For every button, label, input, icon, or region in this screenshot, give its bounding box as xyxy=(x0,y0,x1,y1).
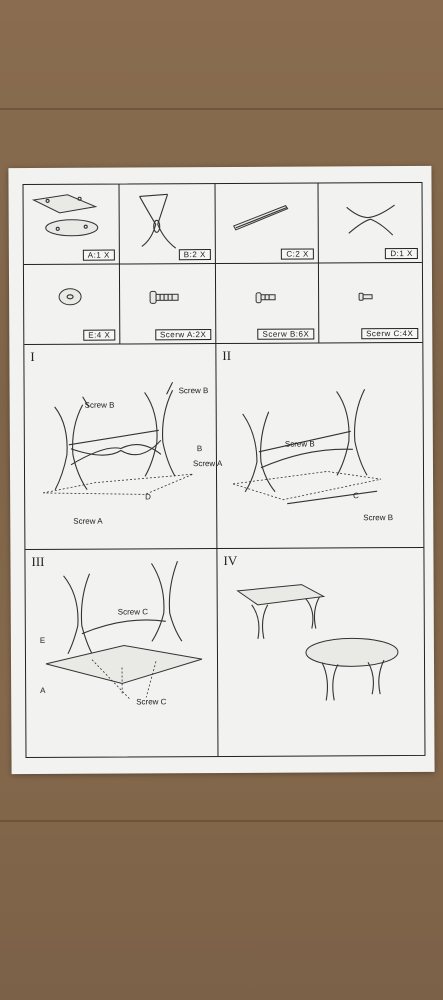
screw-b-label: Scerw B:6X xyxy=(257,328,315,340)
screw-c-label: Scerw C:4X xyxy=(361,327,419,340)
screw-b-cell: Scerw B:6X xyxy=(215,263,320,345)
step-3-callout-screw-c-bottom: Screw C xyxy=(136,697,167,707)
step-1-callout-screw-a-bottom: Screw A xyxy=(73,516,103,526)
part-a-label: A:1 X xyxy=(82,249,115,261)
part-e-cell: E:4 X xyxy=(23,264,121,346)
step-1-frame-assembly-illustration xyxy=(43,382,194,495)
part-a-tabletops-illustration xyxy=(31,194,99,237)
step-2-callout-c: C xyxy=(353,491,359,501)
part-b-cell: B:2 X xyxy=(119,184,216,265)
step-1-callout-d: D xyxy=(145,492,151,502)
part-e-washer-illustration xyxy=(58,288,82,306)
screw-a-illustration xyxy=(149,290,179,304)
part-c-rails-illustration xyxy=(233,205,289,231)
part-c-label: C:2 X xyxy=(281,248,314,260)
step-2-panel: II Screw B C Screw B xyxy=(216,342,424,550)
part-d-cell: D:1 X xyxy=(318,182,422,264)
step-3-callout-a: A xyxy=(40,685,46,695)
step-3-panel: III Screw C E A Screw C xyxy=(25,549,219,758)
instruction-sheet: A:1 X B:2 X C:2 X D:1 X xyxy=(8,165,435,775)
step-1-callout-screw-b-left: Screw B xyxy=(84,400,115,410)
part-b-legs-illustration xyxy=(139,193,177,249)
step-3-tabletop-mounting-illustration xyxy=(45,561,203,700)
step-2-callout-screw-b: Screw B xyxy=(284,439,315,449)
part-d-label: D:1 X xyxy=(385,247,418,260)
step-4-panel: IV xyxy=(217,548,424,756)
part-d-cross-brace-illustration xyxy=(346,204,395,236)
step-3-callout-e: E xyxy=(39,635,46,645)
step-2-callout-screw-b-bottom: Screw B xyxy=(363,513,394,523)
step-1-callout-screw-b-right: Screw B xyxy=(178,386,209,396)
part-b-label: B:2 X xyxy=(178,249,211,261)
part-e-label: E:4 X xyxy=(83,329,116,341)
step-3-callout-screw-c-top: Screw C xyxy=(117,607,148,617)
step-2-rails-illustration xyxy=(232,389,382,505)
screw-c-cell: Scerw C:4X xyxy=(318,262,423,344)
step-1-callout-b: B xyxy=(196,444,203,454)
step-1-panel: I Screw B Screw B B Screw A D Screw A xyxy=(24,344,222,551)
part-a-cell: A:1 X xyxy=(23,184,120,266)
screw-a-label: Scerw A:2X xyxy=(154,329,212,341)
step-4-finished-tables-illustration xyxy=(236,584,399,701)
screw-b-illustration xyxy=(255,292,276,304)
instruction-frame: A:1 X B:2 X C:2 X D:1 X xyxy=(22,181,426,759)
part-c-cell: C:2 X xyxy=(215,183,319,265)
screw-c-illustration xyxy=(358,292,373,301)
screw-a-cell: Scerw A:2X xyxy=(119,264,217,345)
